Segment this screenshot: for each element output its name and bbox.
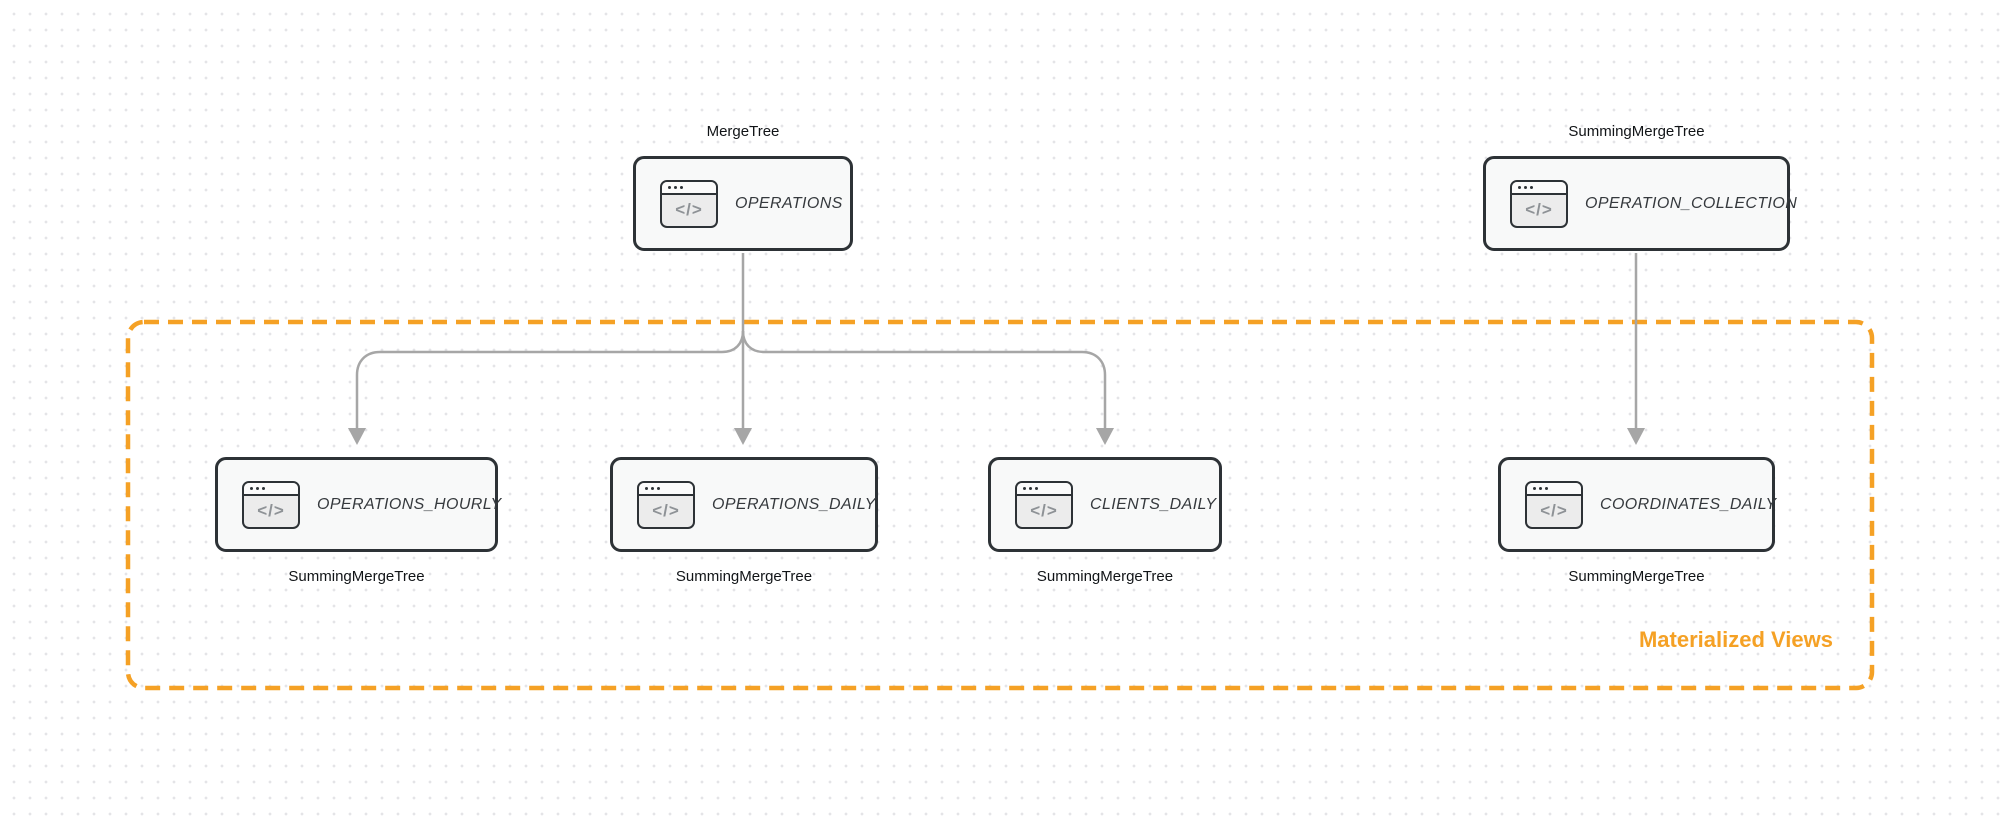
code-window-icon: </> xyxy=(660,179,718,228)
code-glyph: </> xyxy=(1525,200,1553,219)
node-coordinates-daily[interactable]: </> COORDINATES_DAILY SummingMergeTree xyxy=(1498,457,1777,589)
window-dots xyxy=(1527,482,1581,496)
node-operation-collection[interactable]: SummingMergeTree </> OPERATION_COLLECTIO… xyxy=(1483,120,1797,251)
code-window-icon: </> xyxy=(1015,480,1073,529)
code-glyph: </> xyxy=(675,200,703,219)
window-dots xyxy=(1512,181,1566,195)
table-label: OPERATIONS_DAILY xyxy=(712,495,876,513)
window-dots xyxy=(639,482,693,496)
table-label: COORDINATES_DAILY xyxy=(1600,495,1777,513)
code-glyph: </> xyxy=(1030,501,1058,520)
node-card[interactable]: </> OPERATIONS_HOURLY xyxy=(215,457,501,552)
node-clients-daily[interactable]: </> CLIENTS_DAILY SummingMergeTree xyxy=(988,457,1222,589)
table-label: OPERATIONS xyxy=(735,194,843,212)
arrowhead-operations-hourly xyxy=(348,428,366,445)
arrowhead-coordinates-daily xyxy=(1627,428,1645,445)
engine-label: SummingMergeTree xyxy=(1568,568,1705,585)
node-card[interactable]: </> OPERATIONS_DAILY xyxy=(610,457,878,552)
engine-label: MergeTree xyxy=(706,123,780,140)
node-operations[interactable]: MergeTree </> OPERATIONS xyxy=(633,120,853,251)
code-window-icon: </> xyxy=(242,480,300,529)
node-card[interactable]: </> OPERATIONS xyxy=(633,156,853,251)
window-dots xyxy=(244,482,298,496)
code-glyph: </> xyxy=(257,501,285,520)
code-glyph: </> xyxy=(1540,501,1568,520)
code-window-icon: </> xyxy=(1510,179,1568,228)
engine-label: SummingMergeTree xyxy=(1568,123,1705,140)
connector-operations-to-operations-hourly xyxy=(355,330,745,429)
table-label: OPERATION_COLLECTION xyxy=(1585,194,1798,212)
arrowhead-clients-daily xyxy=(1096,428,1114,445)
materialized-views-group-label: Materialized Views xyxy=(1638,627,1833,652)
engine-label: SummingMergeTree xyxy=(675,568,813,585)
node-operations-hourly[interactable]: </> OPERATIONS_HOURLY SummingMergeTree xyxy=(215,457,501,589)
window-dots xyxy=(662,181,716,195)
arrowhead-operations-daily xyxy=(734,428,752,445)
table-label: OPERATIONS_HOURLY xyxy=(317,495,502,513)
code-window-icon: </> xyxy=(637,480,695,529)
engine-label: SummingMergeTree xyxy=(288,568,425,585)
code-window-icon: </> xyxy=(1525,480,1583,529)
node-operations-daily[interactable]: </> OPERATIONS_DAILY SummingMergeTree xyxy=(610,457,878,589)
node-card[interactable]: </> COORDINATES_DAILY xyxy=(1498,457,1777,552)
window-dots xyxy=(1017,482,1071,496)
code-glyph: </> xyxy=(652,501,680,520)
table-label: CLIENTS_DAILY xyxy=(1090,495,1217,513)
connector-operations-to-clients-daily xyxy=(741,330,1107,429)
node-card[interactable]: </> OPERATION_COLLECTION xyxy=(1483,156,1797,251)
engine-label: SummingMergeTree xyxy=(1036,568,1174,585)
node-card[interactable]: </> CLIENTS_DAILY xyxy=(988,457,1222,552)
